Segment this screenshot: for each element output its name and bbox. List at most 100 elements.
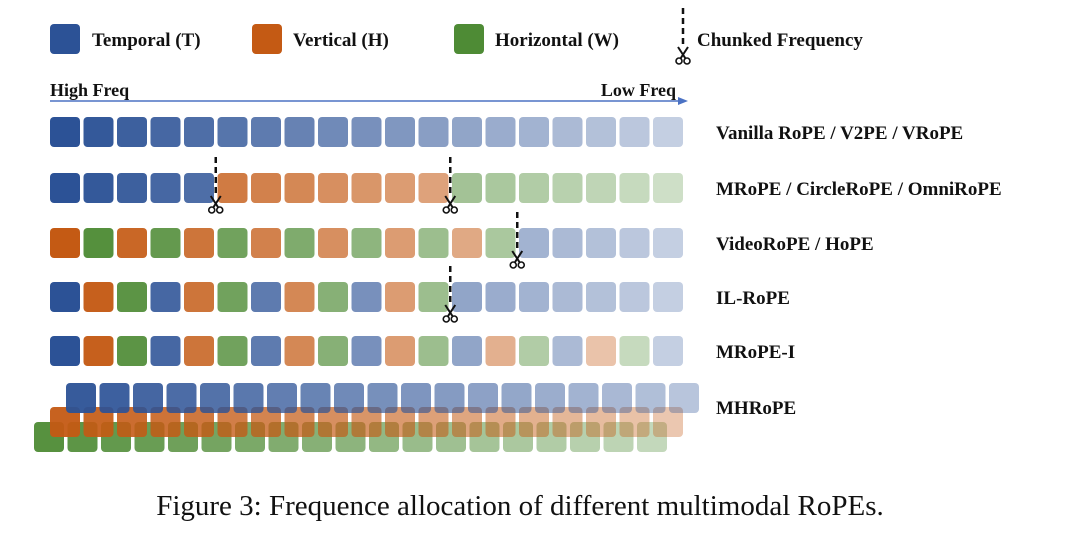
freq-cell [501,383,532,413]
freq-cell [284,173,315,203]
freq-cell [217,336,248,366]
figure-caption: Figure 3: Frequence allocation of differ… [156,490,884,522]
freq-cell [251,117,281,147]
freq-cell [418,407,449,437]
freq-cell [99,383,130,413]
freq-cell [284,228,315,258]
freq-cell [418,282,449,312]
freq-cell [452,173,482,203]
freq-cell [568,383,599,413]
freq-cell [184,117,214,147]
freq-cell [586,173,616,203]
freq-cell [586,336,616,366]
freq-cell [50,173,80,203]
freq-cell [401,383,431,413]
row-label: Vanilla RoPE / V2PE / VRoPE [716,123,963,144]
freq-cell [535,383,565,413]
row-label: VideoRoPE / HoPE [716,234,874,255]
freq-cell [619,336,650,366]
freq-cell [519,228,549,258]
legend-chunk-marker [675,8,691,65]
freq-cell [50,336,80,366]
freq-cell [619,173,650,203]
chunk-marker [442,157,459,214]
freq-cell [485,336,516,366]
freq-cell [485,173,516,203]
axis-label-low: Low Freq [601,80,676,100]
freq-cell [603,422,634,452]
chunk-marker [207,157,224,214]
freq-cell [519,336,549,366]
freq-cell [184,173,214,203]
freq-cell [452,336,482,366]
freq-cell [552,173,583,203]
freq-cell [217,173,248,203]
freq-cell [635,383,666,413]
freq-cell [150,173,181,203]
legend-swatch-temporal [50,24,80,54]
frequency-axis-arrowhead [678,97,688,105]
freq-cell [184,228,214,258]
freq-cell [385,117,415,147]
freq-cell [485,228,516,258]
freq-cell [200,383,230,413]
freq-cell [653,282,683,312]
allocation-rows: Vanilla RoPE / V2PE / VRoPE MRoPE / Circl… [34,117,1002,452]
freq-cell [519,117,549,147]
freq-cell [619,407,650,437]
freq-cell [251,228,281,258]
freq-cell [300,383,331,413]
legend-label-vertical: Vertical (H) [293,30,389,51]
legend-label-horizontal: Horizontal (W) [495,30,619,51]
freq-cell [251,336,281,366]
freq-cell [552,282,583,312]
freq-cell [251,282,281,312]
freq-cell [619,117,650,147]
freq-cell [117,336,147,366]
freq-cell [653,407,683,437]
freq-cell [66,383,96,413]
freq-cell [318,117,348,147]
legend-label-chunked: Chunked Frequency [697,30,863,51]
freq-cell [50,282,80,312]
freq-cell [83,282,114,312]
freq-cell [318,407,348,437]
freq-cell [50,228,80,258]
row-label: MHRoPE [716,398,796,419]
freq-cell [452,407,482,437]
legend: Temporal (T) Vertical (H) Horizontal (W)… [50,8,863,65]
freq-cell [233,383,264,413]
row-label: MRoPE-I [716,342,795,363]
freq-cell [318,282,348,312]
freq-cell [334,383,364,413]
freq-cell [418,117,449,147]
freq-cell [385,336,415,366]
freq-cell [133,383,163,413]
freq-cell [653,173,683,203]
freq-cell [117,117,147,147]
row-0: Vanilla RoPE / V2PE / VRoPE [50,117,963,147]
freq-cell [385,228,415,258]
freq-cell [586,282,616,312]
freq-cell [452,282,482,312]
legend-swatch-vertical [252,24,282,54]
freq-cell [485,282,516,312]
freq-cell [653,336,683,366]
freq-cell [117,282,147,312]
freq-cell [385,407,415,437]
row-label: MRoPE / CircleRoPE / OmniRoPE [716,179,1002,200]
freq-cell [83,407,114,437]
freq-cell [83,228,114,258]
freq-cell [418,228,449,258]
row-3: IL-RoPE [50,266,790,323]
freq-cell [367,383,398,413]
freq-cell [586,228,616,258]
freq-cell [83,117,114,147]
freq-cell [117,407,147,437]
legend-label-temporal: Temporal (T) [92,30,201,51]
freq-cell [434,383,465,413]
freq-cell [251,407,281,437]
freq-cell [552,336,583,366]
freq-cell [452,228,482,258]
freq-cell [150,228,181,258]
